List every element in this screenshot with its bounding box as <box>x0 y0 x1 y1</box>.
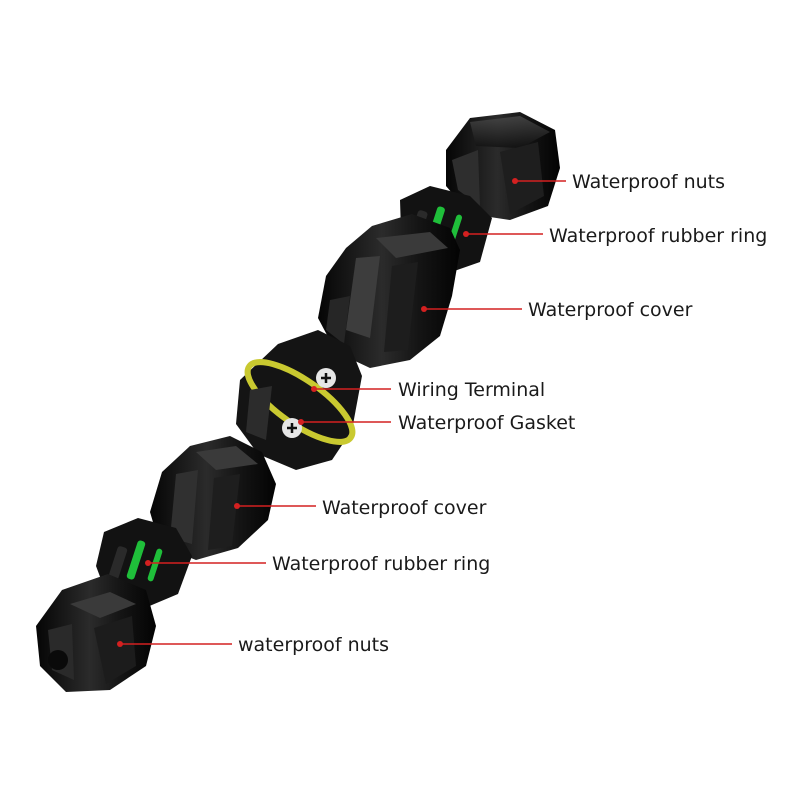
wiring-terminal-part <box>236 330 362 470</box>
bottom-cover <box>150 436 276 560</box>
label-wiring-terminal: Wiring Terminal <box>398 379 546 401</box>
top-nut <box>446 112 560 220</box>
label-waterproof-nuts-top: Waterproof nuts <box>572 171 726 193</box>
label-waterproof-gasket: Waterproof Gasket <box>398 412 576 434</box>
bottom-nut <box>36 574 156 692</box>
leader-lines <box>120 180 566 645</box>
label-waterproof-rubber-ring-bottom: Waterproof rubber ring <box>272 553 491 575</box>
label-waterproof-nuts-bottom: waterproof nuts <box>238 634 389 656</box>
label-waterproof-cover-top: Waterproof cover <box>528 299 693 321</box>
leader-dots <box>117 178 518 647</box>
label-waterproof-rubber-ring-top: Waterproof rubber ring <box>549 225 768 247</box>
label-waterproof-cover-bottom: Waterproof cover <box>322 497 487 519</box>
top-cover <box>318 214 460 368</box>
